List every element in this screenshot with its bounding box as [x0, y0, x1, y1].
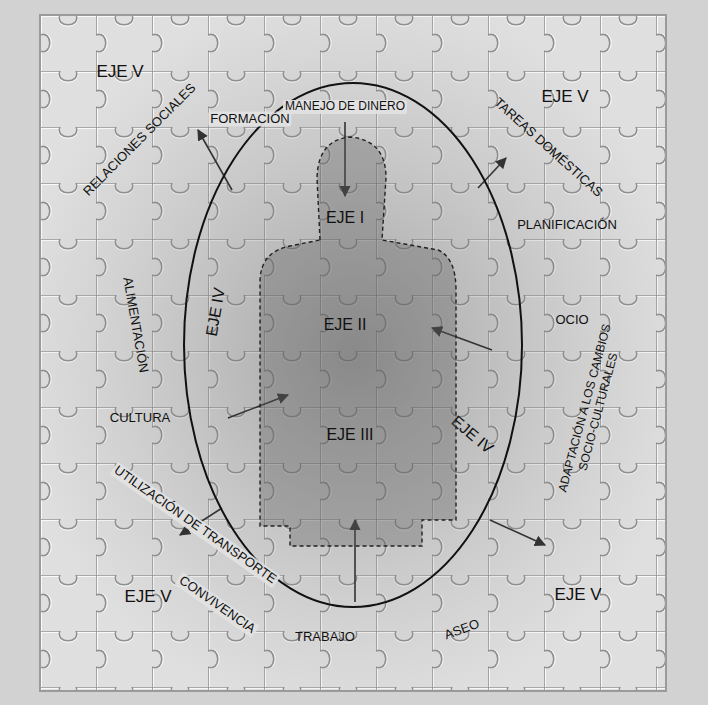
arrow — [198, 130, 232, 190]
activity-label: CULTURA — [110, 411, 170, 426]
activity-label: OCIO — [555, 313, 588, 328]
axis-label: EJE II — [324, 316, 367, 334]
arrow — [490, 520, 545, 545]
arrow — [478, 158, 506, 188]
activity-label: PLANIFICACIÓN — [517, 218, 617, 233]
activity-label: EJE V — [124, 587, 171, 607]
axis-label: EJE I — [326, 209, 364, 227]
activity-label: MANEJO DE DINERO — [283, 100, 407, 114]
puzzle-area — [40, 15, 666, 691]
axis-label: EJE III — [326, 426, 373, 444]
person-silhouette: EJE I EJE II EJE III — [258, 135, 458, 550]
activity-label: EJE V — [554, 585, 601, 605]
activity-label: TRABAJO — [295, 630, 355, 645]
ellipse-outline — [184, 83, 522, 607]
activity-label: EJE V — [541, 87, 588, 107]
region-ellipse: EJE IVEJE IVEJE IEJE IIEJE III — [183, 82, 523, 608]
activity-label: FORMACIÓN — [208, 112, 291, 127]
center-shade — [40, 15, 666, 691]
axis-label: EJE IV — [203, 286, 230, 337]
person-silhouette-outline — [258, 135, 458, 550]
silhouette-outline — [260, 137, 456, 546]
activity-label: EJE V — [96, 62, 143, 82]
